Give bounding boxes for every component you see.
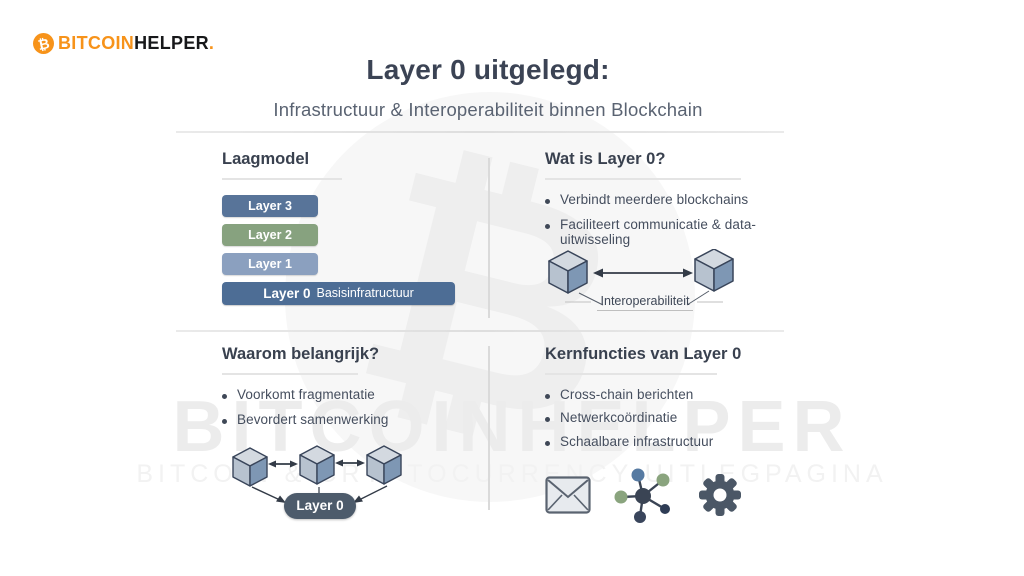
three-cubes-graphic xyxy=(232,444,402,503)
linked-cubes-graphic xyxy=(548,248,734,305)
bullet-list: Verbindt meerdere blockchains Faciliteer… xyxy=(545,192,795,247)
list-item: Netwerkcoördinatie xyxy=(545,410,795,434)
list-item: Faciliteert communicatie & data-uitwisse… xyxy=(545,217,795,247)
cube-icon xyxy=(694,248,734,292)
envelope-icon xyxy=(545,476,591,514)
watermark-brand-text: BITCOINHELPER xyxy=(172,387,852,467)
layer0-convergence-diagram: Layer 0 xyxy=(222,444,422,529)
label-connectors xyxy=(578,290,710,305)
list-item: Bevordert samenwerking xyxy=(222,412,472,437)
heading-underline xyxy=(222,178,342,180)
divider-vertical-bottom xyxy=(488,346,490,510)
list-item: Voorkomt fragmentatie xyxy=(222,387,472,412)
layer-1-block: Layer 1 xyxy=(222,252,318,275)
double-arrow xyxy=(593,268,693,277)
function-icons xyxy=(545,467,795,523)
header: Layer 0 uitgelegd: Infrastructuur & Inte… xyxy=(176,54,800,121)
logo-text-helper: HELPER xyxy=(134,33,209,53)
converging-arrows xyxy=(251,484,388,503)
cube-icon xyxy=(232,446,268,487)
section-kernfuncties: Kernfuncties van Layer 0 Cross-chain ber… xyxy=(545,345,795,523)
bullet-dot xyxy=(222,418,227,424)
section-waarom-belangrijk: Waarom belangrijk? Voorkomt fragmentatie… xyxy=(222,345,472,529)
layer-0-label: Layer 0 xyxy=(263,285,311,301)
gear-icon xyxy=(699,474,741,516)
list-item: Cross-chain berichten xyxy=(545,387,795,411)
bullet-dot xyxy=(545,223,550,229)
bitcoinhelper-logo: ₿ BITCOINHELPER. xyxy=(33,33,214,54)
layer-stack: Layer 3 Layer 2 Layer 1 Layer 0 Basisinf… xyxy=(222,194,472,305)
bullet-dot xyxy=(545,198,550,204)
section-heading-waarom-belangrijk: Waarom belangrijk? xyxy=(222,345,380,363)
section-heading-kernfuncties: Kernfuncties van Layer 0 xyxy=(545,345,742,363)
divider-vertical-top xyxy=(488,158,490,318)
heading-underline xyxy=(545,373,717,375)
bitcoin-logo-icon: ₿ xyxy=(33,33,54,54)
logo-text-bitcoin: BITCOIN xyxy=(58,33,135,53)
divider-under-header xyxy=(176,131,784,133)
cube-icon xyxy=(299,444,335,485)
layer-0-pill: Layer 0 xyxy=(284,492,356,519)
section-laagmodel: Laagmodel Layer 3 Layer 2 Layer 1 Layer … xyxy=(222,150,472,305)
section-heading-laagmodel: Laagmodel xyxy=(222,150,310,168)
bullet-dot xyxy=(545,440,550,446)
list-item: Schaalbare infrastructuur xyxy=(545,434,795,458)
section-heading-wat-is-layer0: Wat is Layer 0? xyxy=(545,150,666,168)
bullet-dot xyxy=(222,393,227,399)
bullet-dot xyxy=(545,393,550,399)
section-wat-is-layer0: Wat is Layer 0? Verbindt meerdere blockc… xyxy=(545,150,795,313)
diagram-label: Interoperabiliteit xyxy=(545,292,745,311)
list-item: Verbindt meerdere blockchains xyxy=(545,192,795,217)
page-subtitle: Infrastructuur & Interoperabiliteit binn… xyxy=(273,99,703,120)
page-title: Layer 0 uitgelegd: xyxy=(366,54,610,85)
bullet-list: Voorkomt fragmentatie Bevordert samenwer… xyxy=(222,387,472,437)
heading-underline xyxy=(545,178,741,180)
logo-wordmark: BITCOINHELPER. xyxy=(58,33,214,54)
layer-0-base-block: Layer 0 Basisinfratructuur xyxy=(222,281,455,305)
double-arrow xyxy=(268,459,365,467)
cube-icon xyxy=(548,249,588,294)
heading-underline xyxy=(222,373,358,375)
divider-horizontal-middle xyxy=(176,330,784,332)
layer-3-block: Layer 3 xyxy=(222,194,318,217)
cube-icon xyxy=(366,444,402,485)
layer-0-description: Basisinfratructuur xyxy=(316,286,414,300)
logo-period: . xyxy=(208,33,215,53)
network-hub-icon xyxy=(614,468,670,523)
interoperability-diagram: Interoperabiliteit xyxy=(545,248,745,313)
bullet-list: Cross-chain berichten Netwerkcoördinatie… xyxy=(545,387,795,458)
watermark-tagline-text: BITCOIN & CRYPTOCURRENCY UITLEGPAGINA xyxy=(136,460,888,488)
layer-2-block: Layer 2 xyxy=(222,223,318,246)
bullet-dot xyxy=(545,417,550,422)
